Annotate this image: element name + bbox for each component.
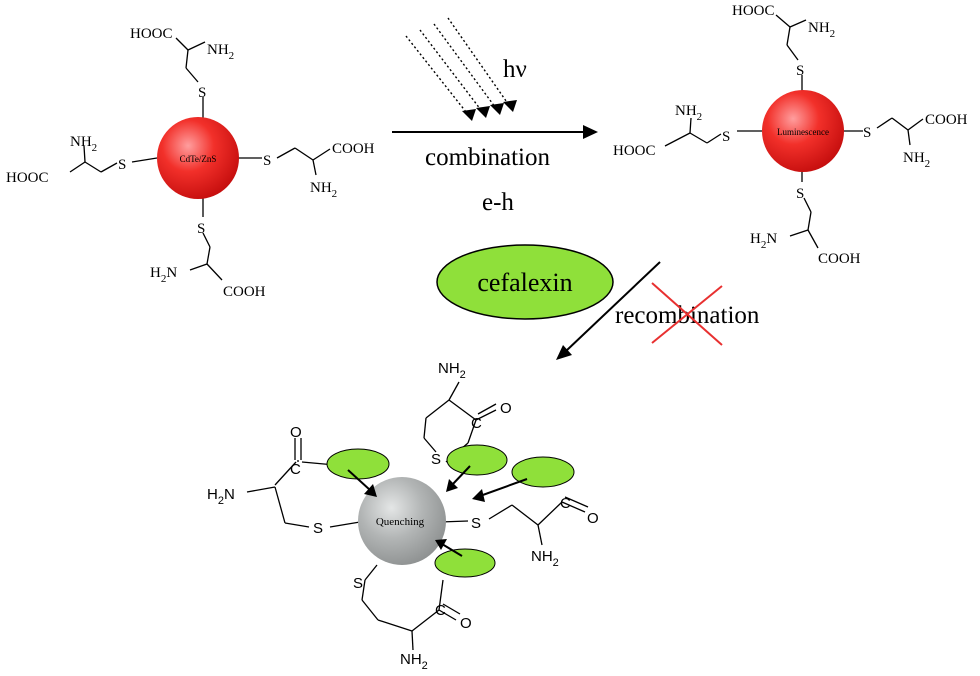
quenching-arrows: [347, 465, 528, 557]
right-left-hooc: HOOC: [613, 143, 656, 159]
quenching-arrow-heads: [364, 479, 485, 550]
bottom-right-nh2: NH2: [531, 548, 559, 569]
bottom-top-s: S: [431, 451, 441, 468]
bottom-right-o: O: [587, 510, 599, 527]
bound-cefalexin-oval-4: [434, 548, 496, 578]
quenched-particle: [358, 477, 446, 565]
cdte-zns-particle: [157, 117, 239, 199]
combination-label: combination: [425, 144, 550, 171]
bound-cefalexin-oval-2: [446, 444, 508, 476]
recombination-arrow-head: [556, 345, 572, 360]
right-bottom-cooh: COOH: [818, 251, 861, 267]
bottom-left-s: S: [313, 520, 323, 537]
quenching-label: Quenching: [376, 516, 425, 528]
bottom-right-s: S: [471, 515, 481, 532]
bottom-bottom-nh2: NH2: [400, 651, 428, 671]
luminescence-label: Luminescence: [777, 127, 829, 137]
right-top-nh: NH2: [808, 20, 835, 40]
cefalexin-label: cefalexin: [477, 268, 572, 297]
left-right-cooh: COOH: [332, 141, 375, 157]
bottom-top-o: O: [500, 400, 512, 417]
bottom-left-o: O: [290, 424, 302, 441]
luminescent-particle: [762, 90, 844, 172]
cdte-zns-label: CdTe/ZnS: [180, 154, 217, 164]
bottom-bottom-o: O: [460, 615, 472, 632]
right-right-nh: NH2: [903, 150, 930, 170]
bottom-left-c: C: [290, 461, 301, 478]
eh-label: e-h: [482, 189, 514, 216]
light-ray-heads: [462, 100, 517, 121]
recombination-cross: [651, 282, 723, 346]
bound-cefalexin-oval-3: [511, 456, 575, 488]
left-left-nh: NH2: [70, 134, 97, 154]
right-left-s: S: [722, 129, 730, 145]
luminescent-quantum-dot: [664, 14, 924, 249]
left-bottom-s: S: [197, 221, 205, 237]
left-top-hooc: HOOC: [130, 26, 173, 42]
left-left-s: S: [118, 157, 126, 173]
left-bottom-h2n: H2N: [150, 265, 177, 285]
right-top-hooc: HOOC: [732, 3, 775, 19]
light-rays: [405, 17, 512, 118]
cdte-zns-quantum-dot: [69, 37, 331, 281]
right-top-s: S: [796, 63, 804, 79]
right-bottom-h2n: H2N: [750, 231, 777, 251]
right-right-s: S: [863, 125, 871, 141]
bottom-bottom-c: C: [435, 602, 446, 619]
combination-arrow-head: [583, 125, 598, 139]
bottom-top-c: C: [471, 415, 482, 432]
left-top-s: S: [198, 85, 206, 101]
cefalexin-oval: [436, 244, 614, 320]
hv-label: hν: [503, 56, 527, 83]
bound-cefalexin-oval-1: [326, 448, 390, 480]
bottom-bottom-s: S: [353, 575, 363, 592]
right-left-nh: NH2: [675, 103, 702, 123]
left-right-s: S: [263, 153, 271, 169]
left-top-nh-text: NH2: [207, 42, 234, 62]
right-bottom-s: S: [796, 186, 804, 202]
left-right-nh: NH2: [310, 180, 337, 200]
right-right-cooh: COOH: [925, 112, 968, 128]
bottom-right-c: C: [560, 495, 571, 512]
bottom-left-h2n: H2N: [207, 486, 235, 507]
recombination-arrow: [565, 261, 661, 352]
bottom-top-nh2: NH2: [438, 360, 466, 381]
left-bottom-cooh: COOH: [223, 284, 266, 300]
left-left-hooc: HOOC: [6, 170, 49, 186]
